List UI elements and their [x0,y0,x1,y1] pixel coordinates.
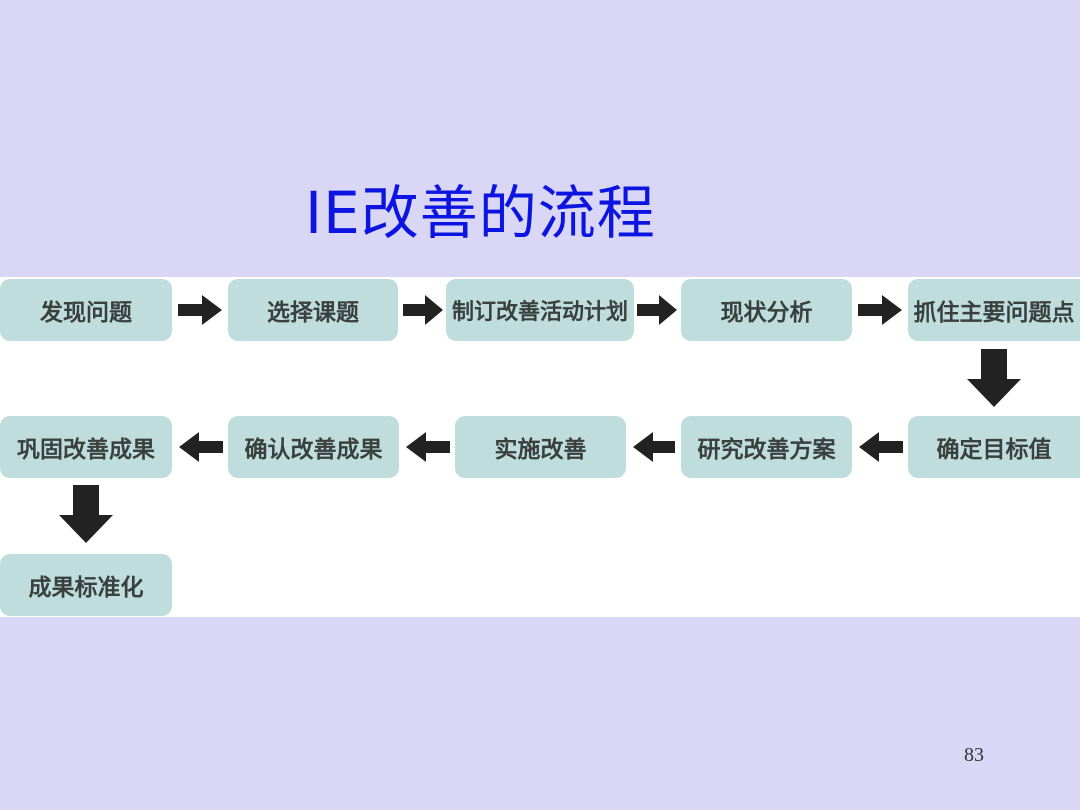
flowchart-panel: 发现问题 选择课题 制订改善活动计划 现状分析 抓住主要问题点 确定目标值 研究… [0,277,1080,617]
arrow-left-icon [633,432,675,462]
arrow-right-icon [403,295,443,325]
step-current-analysis: 现状分析 [681,279,852,341]
arrow-down-icon [59,485,113,543]
step-select-topic: 选择课题 [228,279,398,341]
step-plan-activities: 制订改善活动计划 [446,279,634,341]
step-discover-problem: 发现问题 [0,279,172,341]
step-key-problems: 抓住主要问题点 [908,279,1080,341]
step-implement: 实施改善 [455,416,626,478]
step-consolidate-results: 巩固改善成果 [0,416,172,478]
arrow-right-icon [637,295,677,325]
arrow-left-icon [406,432,450,462]
slide-title: IE改善的流程 [305,179,656,247]
arrow-left-icon [859,432,903,462]
step-confirm-results: 确认改善成果 [228,416,399,478]
page-number: 83 [964,744,984,766]
arrow-down-icon [967,349,1021,407]
step-study-plan: 研究改善方案 [681,416,852,478]
arrow-right-icon [178,295,222,325]
arrow-left-icon [179,432,223,462]
step-standardize: 成果标准化 [0,554,172,616]
step-set-target: 确定目标值 [908,416,1080,478]
arrow-right-icon [858,295,902,325]
